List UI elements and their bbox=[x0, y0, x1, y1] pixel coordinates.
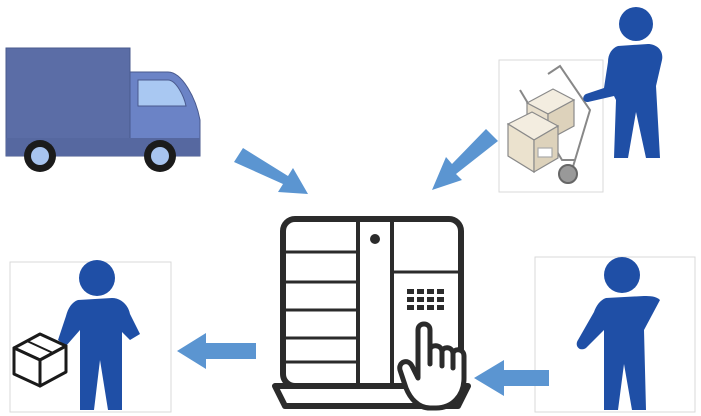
courier-with-hand-truck bbox=[498, 7, 663, 193]
person-icon bbox=[583, 7, 663, 158]
person-icon bbox=[576, 257, 660, 410]
person-with-box-icon bbox=[58, 260, 140, 410]
box-icon bbox=[12, 332, 68, 388]
pointing-hand-icon bbox=[397, 321, 467, 411]
keypad-icon bbox=[407, 289, 444, 310]
customer-at-locker bbox=[534, 256, 696, 413]
boxes-icon bbox=[506, 88, 576, 174]
flow-arrow-courier-to-locker bbox=[432, 129, 498, 190]
flow-arrow-truck-to-locker bbox=[234, 148, 308, 194]
flow-arrow-customer-to-locker bbox=[474, 360, 549, 396]
flow-arrow-locker-to-customer bbox=[177, 333, 256, 369]
customer-picking-up-parcel bbox=[9, 260, 172, 413]
truck-icon bbox=[5, 47, 201, 172]
